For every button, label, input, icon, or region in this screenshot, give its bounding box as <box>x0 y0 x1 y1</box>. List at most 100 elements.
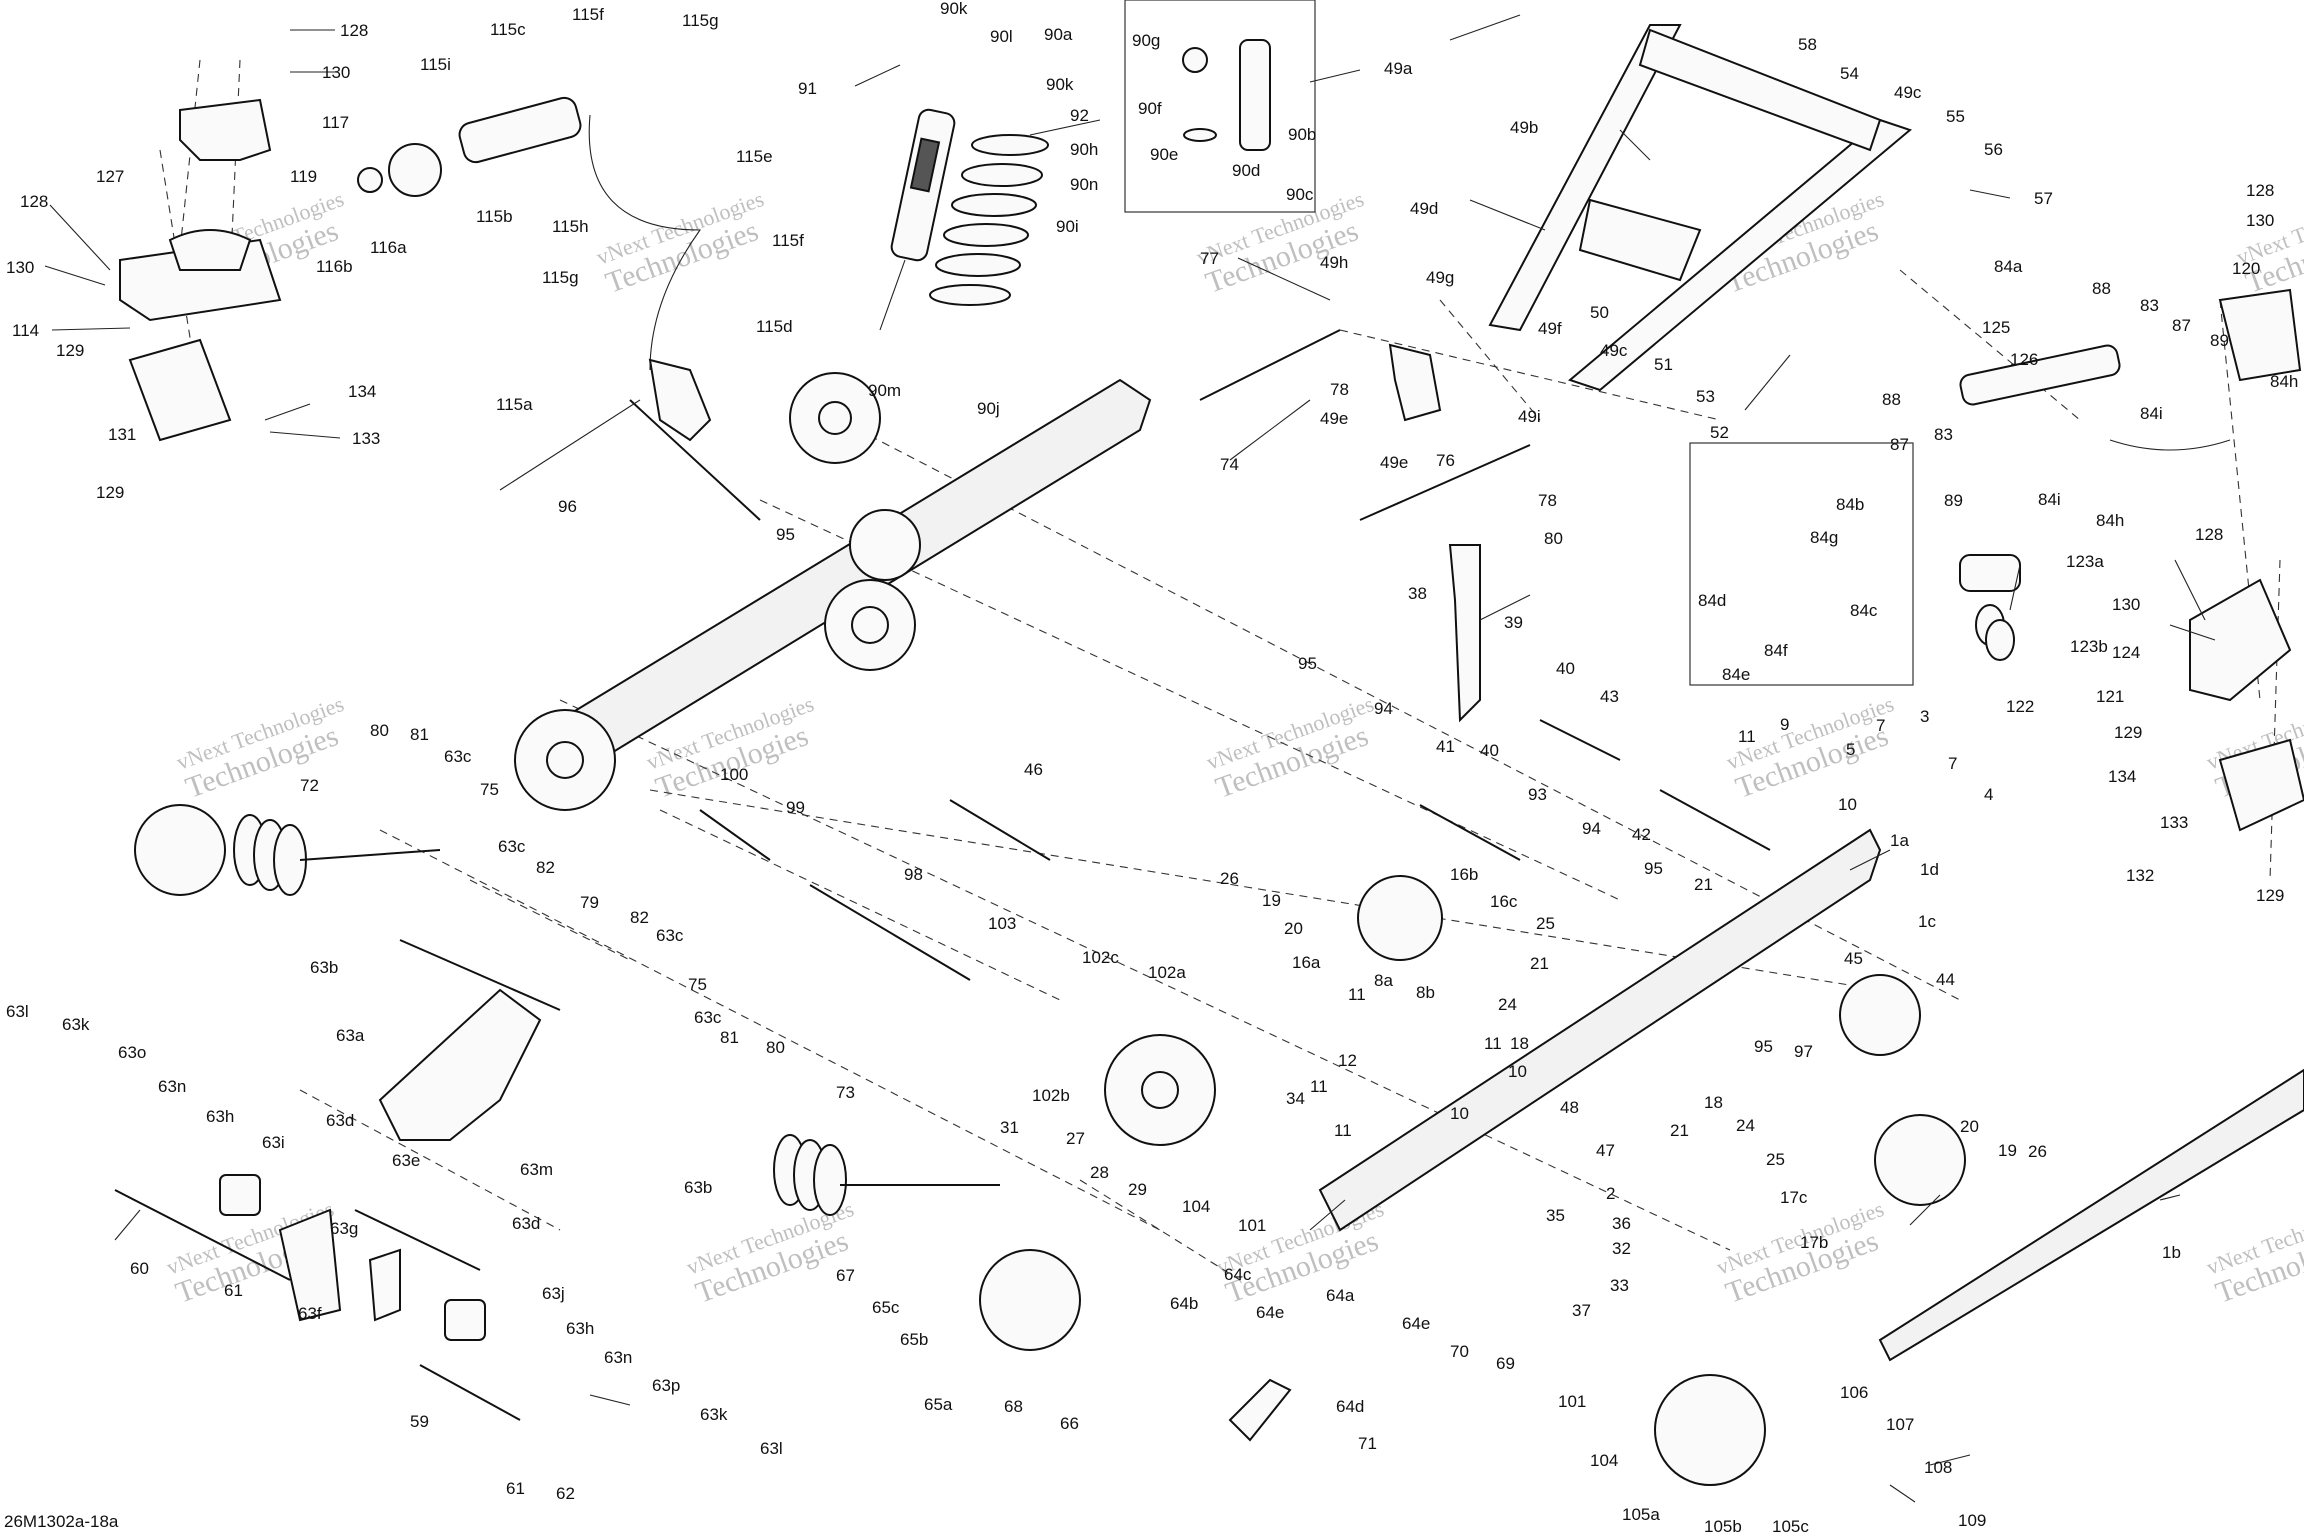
part-callout-65b: 65b <box>900 1330 928 1349</box>
part-callout-64e: 64e <box>1402 1314 1430 1333</box>
part-callout-76: 76 <box>1436 451 1455 470</box>
axis-line <box>659 809 1061 1001</box>
part-callout-60: 60 <box>130 1259 149 1278</box>
part-callout-65c: 65c <box>872 1298 900 1317</box>
spring-coil <box>813 1144 847 1216</box>
center-shock-stanchion <box>909 137 941 193</box>
link-64a <box>1228 1378 1292 1442</box>
axis-line <box>1339 329 1721 421</box>
part-callout-82: 82 <box>630 908 649 927</box>
part-callout-71: 71 <box>1358 1434 1377 1453</box>
part-callout-84g: 84g <box>1810 528 1838 547</box>
part-callout-1b: 1b <box>2162 1243 2181 1262</box>
part-callout-49h: 49h <box>1320 253 1348 272</box>
detail-box-84 <box>1689 442 1914 686</box>
part-callout-48: 48 <box>1560 1098 1579 1117</box>
part-callout-95: 95 <box>1754 1037 1773 1056</box>
part-callout-8b: 8b <box>1416 983 1435 1002</box>
part-callout-16c: 16c <box>1490 892 1518 911</box>
spring-arm <box>299 849 441 861</box>
part-callout-73: 73 <box>836 1083 855 1102</box>
part-callout-63b: 63b <box>310 958 338 977</box>
part-callout-63j: 63j <box>542 1284 565 1303</box>
part-callout-115f: 115f <box>572 5 604 24</box>
remote-reservoir <box>648 358 712 442</box>
part-callout-29: 29 <box>1128 1180 1147 1199</box>
part-callout-11: 11 <box>1484 1034 1502 1053</box>
part-callout-49f: 49f <box>1538 319 1562 338</box>
part-callout-84i: 84i <box>2038 490 2061 509</box>
part-callout-129: 129 <box>56 341 84 360</box>
part-callout-129: 129 <box>2114 723 2142 742</box>
part-callout-63a: 63a <box>336 1026 365 1045</box>
part-callout-1a: 1a <box>1890 831 1909 850</box>
part-callout-38: 38 <box>1408 584 1427 603</box>
part-callout-90n: 90n <box>1070 175 1098 194</box>
part-callout-91: 91 <box>798 79 817 98</box>
part-callout-49c: 49c <box>1894 83 1922 102</box>
part-callout-11: 11 <box>1334 1121 1352 1140</box>
remote-hose <box>588 114 702 371</box>
part-callout-93: 93 <box>1528 785 1547 804</box>
shock-cap-ring <box>357 167 383 193</box>
part-callout-63d: 63d <box>326 1111 354 1130</box>
part-callout-51: 51 <box>1654 355 1673 374</box>
part-callout-87: 87 <box>1890 435 1909 454</box>
part-callout-75: 75 <box>688 975 707 994</box>
part-callout-101: 101 <box>1238 1216 1266 1235</box>
part-callout-66: 66 <box>1060 1414 1079 1433</box>
part-callout-101: 101 <box>1558 1392 1586 1411</box>
leader-lines <box>44 14 2216 1503</box>
part-callout-99: 99 <box>786 798 805 817</box>
part-callout-46: 46 <box>1024 760 1043 779</box>
coil-turn <box>961 163 1043 187</box>
part-callout-128: 128 <box>20 192 48 211</box>
part-callout-64e: 64e <box>1256 1303 1284 1322</box>
part-callout-12: 12 <box>1338 1051 1357 1070</box>
link-rod-upper <box>1199 329 1341 401</box>
part-callout-94: 94 <box>1582 819 1601 838</box>
part-callout-70: 70 <box>1450 1342 1469 1361</box>
part-callout-1c: 1c <box>1918 912 1936 931</box>
part-callout-105a: 105a <box>1622 1505 1660 1524</box>
part-callout-20: 20 <box>1284 919 1303 938</box>
axis-line <box>1439 299 1541 421</box>
part-callout-96: 96 <box>558 497 577 516</box>
part-callout-83: 83 <box>2140 296 2159 315</box>
leader-line <box>2009 564 2021 611</box>
part-callout-109: 109 <box>1958 1511 1986 1530</box>
right-slide-rail <box>1318 828 1882 1232</box>
part-callout-128: 128 <box>2195 525 2223 544</box>
part-callout-17b: 17b <box>1800 1233 1828 1252</box>
leader-line <box>1889 1484 1916 1503</box>
detail-84-reservoir <box>1959 554 2021 592</box>
drawing-code: 26M1302a-18a <box>4 1512 119 1531</box>
part-callout-90d: 90d <box>1232 161 1260 180</box>
part-callout-1d: 1d <box>1920 860 1939 879</box>
leader-line <box>1237 257 1331 301</box>
part-callout-84e: 84e <box>1722 665 1750 684</box>
part-callout-74: 74 <box>1220 455 1239 474</box>
rear-bracket-right <box>2218 288 2302 382</box>
part-callout-16a: 16a <box>1292 953 1321 972</box>
part-callout-125: 125 <box>1982 318 2010 337</box>
upper-rear-wheel-hub <box>851 606 889 644</box>
axis-line <box>2269 559 2281 881</box>
part-callout-80: 80 <box>370 721 389 740</box>
axis-line <box>299 1089 561 1231</box>
part-callout-11: 11 <box>1348 985 1366 1004</box>
part-callout-7: 7 <box>1948 754 1957 773</box>
part-callout-21: 21 <box>1694 875 1713 894</box>
part-callout-84c: 84c <box>1850 601 1878 620</box>
part-callout-31: 31 <box>1000 1118 1019 1137</box>
part-callout-63k: 63k <box>700 1405 728 1424</box>
leader-line <box>1449 14 1521 41</box>
part-callout-64c: 64c <box>1224 1265 1252 1284</box>
part-callout-87: 87 <box>2172 316 2191 335</box>
part-callout-18: 18 <box>1704 1093 1723 1112</box>
rear-shock-body <box>458 96 582 164</box>
part-callout-90i: 90i <box>1056 217 1079 236</box>
wheel-16a <box>1357 875 1443 961</box>
